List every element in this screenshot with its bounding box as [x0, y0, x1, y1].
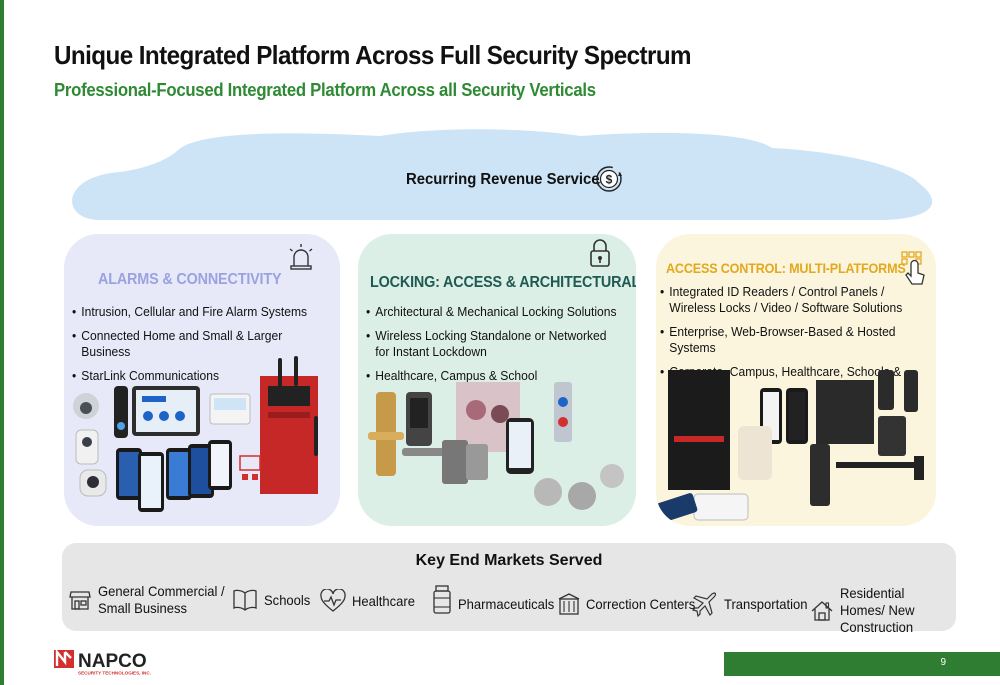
locking-panel: LOCKING: ACCESS & ARCHITECTURAL Architec…	[358, 234, 636, 526]
recurring-revenue-label: Recurring Revenue Services	[406, 171, 608, 188]
panel-title: ALARMS & CONNECTIVITY	[98, 271, 282, 288]
bullet-item: Integrated ID Readers / Control Panels /…	[660, 284, 920, 316]
bullet-item: StarLink Communications	[72, 368, 323, 384]
market-label: Healthcare	[352, 592, 415, 609]
left-accent-rule	[0, 0, 4, 685]
bullet-list: Integrated ID Readers / Control Panels /…	[660, 284, 936, 404]
book-icon	[233, 589, 257, 611]
market-transportation: Transportation	[692, 591, 814, 617]
touch-keypad-icon	[901, 251, 925, 285]
market-residential-homes: Residential Homes/ New Construction	[810, 585, 956, 636]
market-label: Transportation	[724, 595, 808, 612]
house-icon	[811, 600, 833, 621]
footer-bar: 9	[724, 652, 1000, 676]
bullet-item: Intrusion, Cellular and Fire Alarm Syste…	[72, 304, 323, 320]
logo-tagline: SECURITY TECHNOLOGIES, INC.	[78, 671, 151, 676]
bullet-item: Healthcare, Campus & School	[366, 368, 617, 384]
page-number: 9	[940, 657, 946, 668]
market-healthcare: Healthcare	[320, 589, 420, 613]
storefront-icon	[69, 591, 91, 610]
bullet-item: Wireless Locking Standalone or Networked…	[366, 328, 617, 360]
market-schools: Schools	[232, 589, 314, 611]
bullet-item: Architectural & Mechanical Locking Solut…	[366, 304, 617, 320]
padlock-icon	[590, 239, 610, 267]
recurring-revenue-cloud	[72, 129, 933, 220]
dollar-cycle-icon: $	[596, 166, 622, 192]
markets-title: Key End Markets Served	[415, 552, 603, 569]
alarm-light-icon	[289, 244, 313, 270]
bullet-item: Connected Home and Small & Larger Busine…	[72, 328, 323, 360]
market-label: General Commercial / Small Business	[98, 583, 225, 616]
market-label: Schools	[264, 591, 311, 608]
market-label: Residential Homes/ New Construction	[840, 585, 915, 635]
pill-bottle-icon	[433, 585, 451, 614]
market-label: Pharmaceuticals	[458, 595, 555, 612]
panel-title: ACCESS CONTROL: MULTI-PLATFORMS	[666, 260, 906, 276]
alarms-connectivity-panel: ALARMS & CONNECTIVITY Intrusion, Cellula…	[64, 234, 340, 526]
slide-title: Unique Integrated Platform Across Full S…	[54, 40, 692, 70]
airplane-icon	[692, 592, 717, 617]
market-pharmaceuticals: Pharmaceuticals	[432, 585, 562, 615]
slide-subtitle: Professional-Focused Integrated Platform…	[54, 80, 596, 100]
key-end-markets: Key End Markets Served General Commercia…	[62, 543, 956, 635]
building-icon	[558, 593, 580, 615]
bullet-list: Architectural & Mechanical Locking Solut…	[366, 304, 636, 392]
svg-text:$: $	[606, 173, 613, 187]
bullet-list: Intrusion, Cellular and Fire Alarm Syste…	[72, 304, 340, 392]
access-control-panel: ACCESS CONTROL: MULTI-PLATFORMS Integrat…	[656, 234, 936, 526]
heart-pulse-icon	[320, 589, 346, 612]
market-label: Correction Centers	[586, 595, 696, 612]
bullet-item: Enterprise, Web-Browser-Based & Hosted S…	[660, 324, 920, 356]
napco-logo: NAPCO SECURITY TECHNOLOGIES, INC.	[54, 650, 151, 676]
market-general-commercial: General Commercial / Small Business	[68, 583, 248, 617]
logo-wordmark: NAPCO	[78, 651, 147, 672]
access-control-products-photo	[656, 370, 924, 523]
market-correction-centers: Correction Centers	[558, 593, 704, 615]
locking-products-photo	[368, 382, 624, 510]
alarm-products-photo	[73, 356, 318, 512]
panel-title: LOCKING: ACCESS & ARCHITECTURAL	[370, 274, 636, 291]
